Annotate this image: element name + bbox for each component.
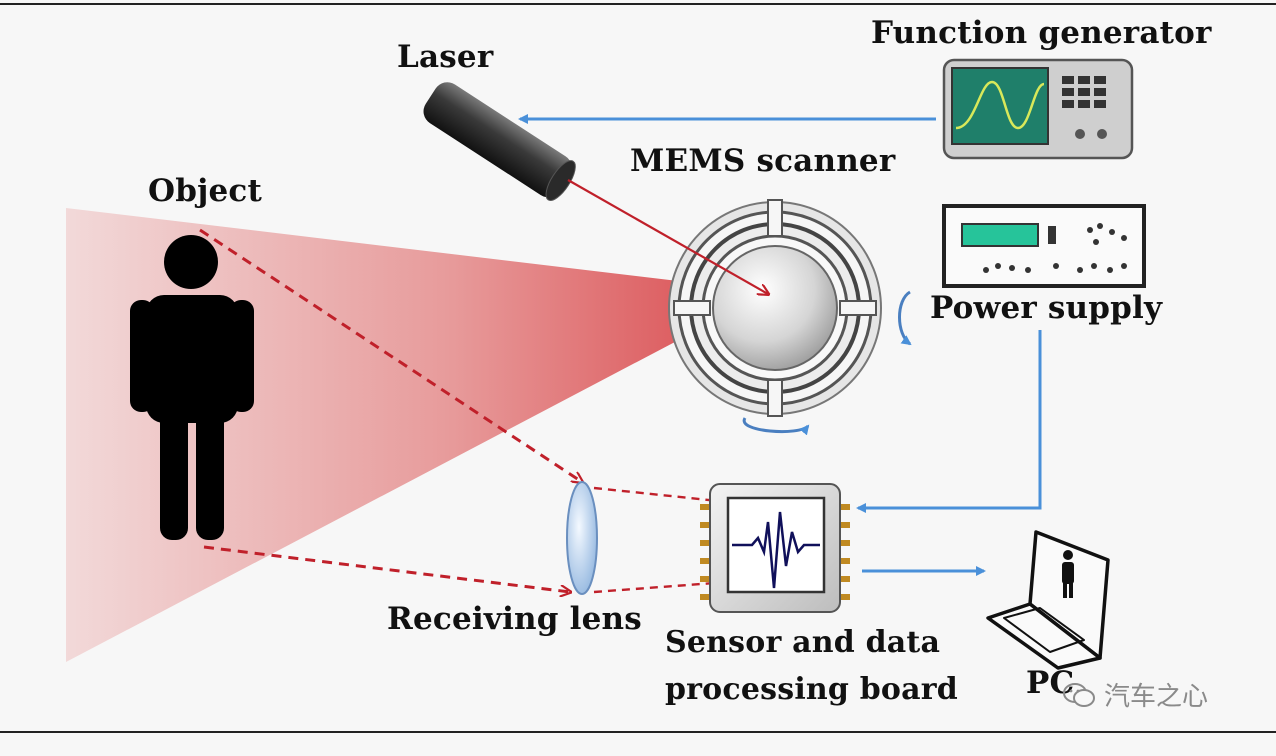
sensor-board-label-line2: processing board: [665, 672, 958, 707]
receiving-lens-icon: [566, 481, 598, 595]
receiving-lens-label: Receiving lens: [387, 601, 642, 637]
sensor-board-label-line1: Sensor and data: [665, 625, 941, 660]
laser-beam-arrow: [567, 179, 768, 294]
focused-ray-arrow: [593, 486, 728, 502]
mems-scanner-icon: [668, 199, 882, 417]
laser-label: Laser: [397, 39, 494, 75]
watermark-text: 汽车之心: [1104, 682, 1209, 712]
person-silhouette-icon: [130, 235, 254, 540]
reflected-ray-arrow: [199, 228, 582, 482]
function-generator-label: Function generator: [871, 15, 1212, 51]
focused-ray-arrow: [593, 582, 728, 594]
laser-device-icon: [423, 82, 576, 201]
laptop-pc-icon: [986, 530, 1110, 670]
reflected-ray-arrow: [203, 545, 570, 592]
power-supply-label: Power supply: [930, 290, 1163, 326]
power-supply-icon: [942, 204, 1146, 288]
rotation-arrow-icon: [742, 417, 810, 436]
rotation-arrow-icon: [898, 290, 912, 346]
sensor-board-chip-icon: [700, 483, 850, 613]
function-generator-icon: [942, 58, 1134, 160]
mems-scanner-label: MEMS scanner: [630, 143, 896, 179]
object-label: Object: [148, 173, 263, 209]
power-arrow: [856, 330, 1042, 513]
watermark: 汽车之心: [1062, 676, 1208, 713]
wechat-logo-icon: [1063, 682, 1095, 707]
pc-label: PC: [1026, 665, 1075, 701]
